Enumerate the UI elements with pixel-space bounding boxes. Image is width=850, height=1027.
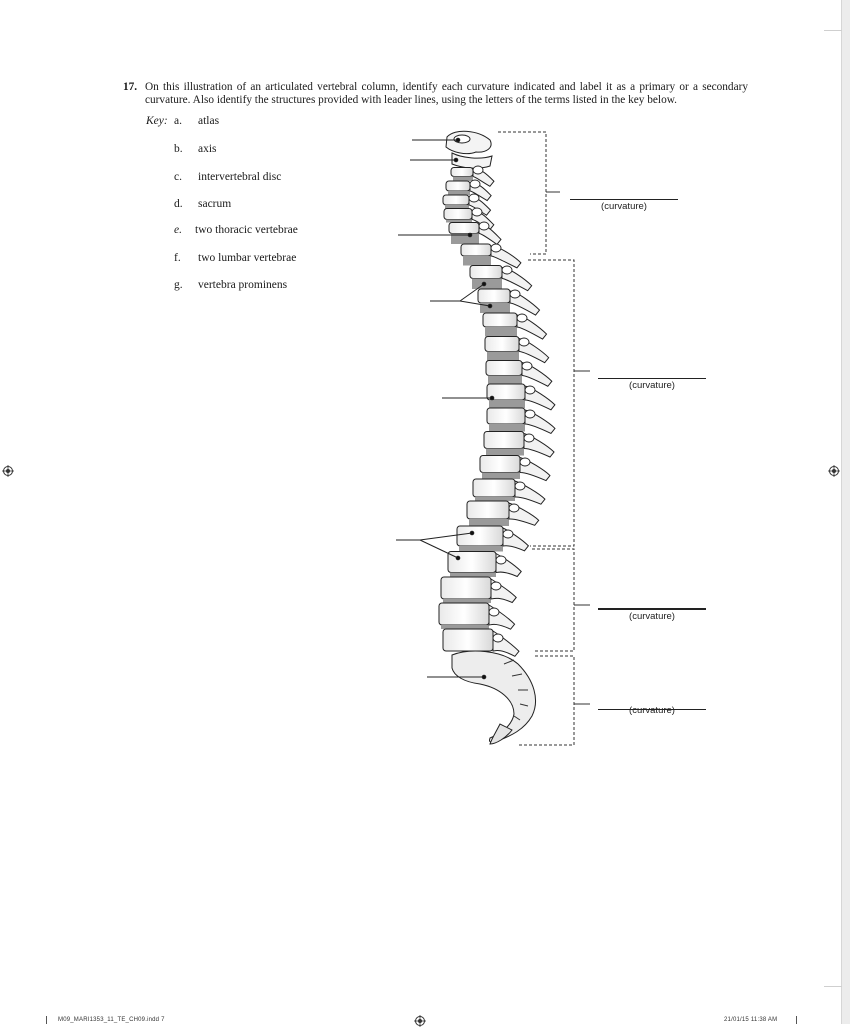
crop-mark — [796, 1016, 797, 1024]
vertebral-body — [451, 168, 473, 177]
articular-facet — [479, 222, 489, 230]
curvature-label: (curvature) — [570, 201, 678, 212]
footer-file: M09_MARI1353_11_TE_CH09.indd 7 — [58, 1017, 165, 1023]
intervertebral-disc — [463, 256, 491, 266]
vertebral-body — [441, 577, 491, 599]
articular-facet — [491, 244, 501, 252]
curvature-label: (curvature) — [598, 380, 706, 391]
articular-facet — [493, 634, 503, 642]
leader-dot — [454, 158, 458, 162]
vertebral-body — [473, 479, 515, 497]
articular-facet — [472, 208, 482, 216]
intervertebral-disc — [488, 376, 522, 385]
vertebral-body — [478, 289, 510, 303]
leader-dot — [488, 304, 492, 308]
articular-facet — [509, 504, 519, 512]
intervertebral-disc — [459, 546, 503, 552]
intervertebral-disc — [441, 625, 489, 629]
vertebral-body — [470, 266, 502, 279]
bracket-ticks — [546, 192, 590, 704]
intervertebral-disc — [486, 449, 524, 456]
leader-dot — [456, 556, 460, 560]
articular-facet — [515, 482, 525, 490]
curvature-answer-line[interactable] — [598, 608, 706, 610]
intervertebral-disc — [489, 400, 525, 408]
leader-line-6b — [420, 540, 458, 558]
vertebral-body — [485, 337, 519, 352]
articular-facet — [517, 314, 527, 322]
curvature-label: (curvature) — [598, 611, 706, 622]
articular-facet — [525, 386, 535, 394]
articular-facet — [502, 266, 512, 274]
articular-facet — [489, 608, 499, 616]
vertebral-body — [446, 181, 470, 191]
vertebral-body — [443, 629, 493, 651]
curvature-label: (curvature) — [598, 705, 706, 716]
articular-facet — [510, 290, 520, 298]
leader-dot — [456, 138, 460, 142]
vertebral-body — [467, 501, 509, 519]
articular-facet — [473, 166, 483, 174]
footer-date: 21/01/15 11:38 AM — [724, 1017, 777, 1023]
intervertebral-disc — [472, 279, 502, 290]
vertebral-body — [457, 526, 503, 546]
vertebral-bodies — [439, 168, 525, 652]
articular-facet — [520, 458, 530, 466]
vertebral-body — [483, 313, 517, 327]
vertebral-body — [448, 552, 496, 573]
intervertebral-disc — [469, 519, 509, 526]
leader-dot — [468, 233, 472, 237]
intervertebral-disc — [450, 573, 496, 578]
leader-dot — [470, 531, 474, 535]
articular-facet — [522, 362, 532, 370]
curvature-answer-line[interactable] — [598, 378, 706, 379]
cervical-top — [446, 131, 492, 168]
vertebral-body — [449, 223, 479, 234]
intervertebral-disc — [443, 599, 491, 603]
intervertebral-disc — [487, 352, 519, 361]
vertebral-body — [480, 456, 520, 473]
sacrum-shape — [452, 651, 536, 742]
vertebral-body — [487, 408, 525, 424]
articular-facet — [491, 582, 501, 590]
intervertebral-disc — [475, 497, 515, 501]
intervertebral-disc — [482, 473, 520, 480]
intervertebral-disc — [453, 177, 473, 182]
intervertebral-disc — [448, 191, 470, 195]
articular-facet — [496, 556, 506, 564]
intervertebral-disc — [489, 424, 525, 432]
articular-facet — [469, 194, 479, 202]
registration-mark-icon — [414, 1015, 426, 1027]
intervertebral-disc — [485, 327, 517, 337]
vertebral-body — [444, 209, 472, 220]
articular-facet — [524, 434, 534, 442]
articular-facet — [519, 338, 529, 346]
registration-mark-icon — [2, 465, 14, 477]
articular-facet — [470, 180, 480, 188]
intervertebral-disc — [445, 205, 469, 209]
articular-facet — [503, 530, 513, 538]
registration-mark-icon — [828, 465, 840, 477]
intervertebral-disc — [480, 303, 510, 313]
crop-mark — [46, 1016, 47, 1024]
leader-dot — [482, 675, 486, 679]
vertebral-body — [486, 361, 522, 376]
vertebral-body — [461, 244, 491, 256]
articular-facet — [525, 410, 535, 418]
vertebral-body — [443, 195, 469, 205]
cervical-bracket — [498, 132, 546, 254]
curvature-answer-line[interactable] — [570, 199, 678, 200]
leader-dot — [490, 396, 494, 400]
lumbar-bracket — [532, 549, 574, 651]
leader-dot — [482, 282, 486, 286]
vertebral-body — [439, 603, 489, 625]
vertebral-body — [484, 432, 524, 449]
